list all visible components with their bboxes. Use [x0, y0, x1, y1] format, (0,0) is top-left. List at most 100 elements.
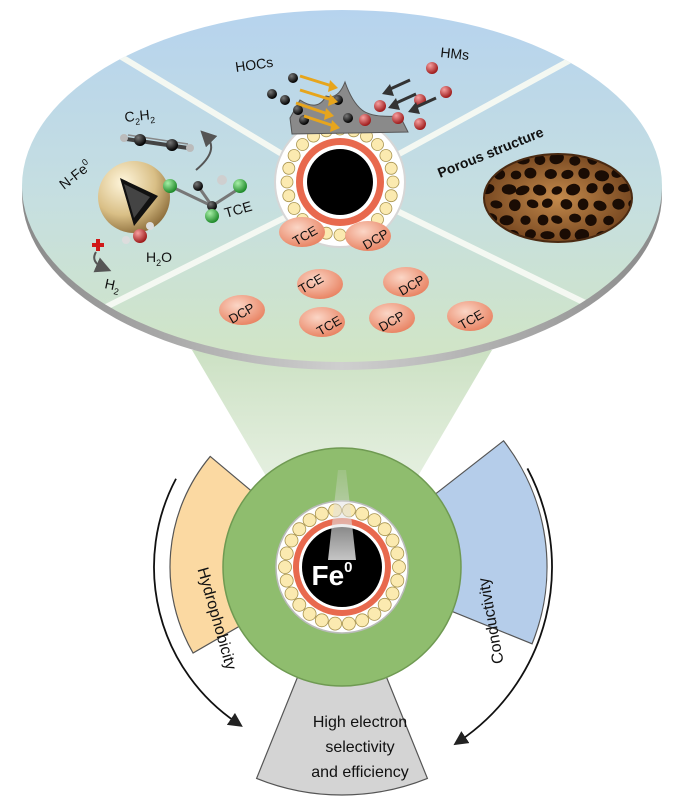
pore — [549, 154, 564, 165]
tce-ball: TCE — [279, 217, 325, 249]
bead — [287, 202, 301, 215]
bead — [314, 506, 329, 521]
h2o-label: H2O — [146, 249, 172, 268]
bottom-line-1: High electron — [313, 714, 407, 731]
pore — [508, 199, 521, 212]
dcp-ball: DCP — [219, 295, 265, 327]
bead — [385, 533, 400, 548]
bead — [296, 138, 309, 151]
pore — [551, 186, 563, 195]
left-arc-arrow — [153, 478, 243, 727]
bead — [341, 616, 356, 631]
bead — [279, 573, 294, 588]
pore — [524, 167, 537, 179]
bead — [377, 522, 392, 537]
bead — [302, 513, 317, 527]
bead — [278, 560, 292, 574]
hms-label: HMs — [440, 44, 470, 63]
bead — [279, 546, 294, 561]
bead — [385, 586, 400, 601]
h2-label: H2 — [103, 275, 122, 297]
bead — [333, 228, 347, 242]
bead — [392, 560, 406, 574]
c2h2-label: C2H2 — [124, 106, 156, 128]
pore — [566, 183, 581, 196]
bead — [379, 202, 393, 215]
pore — [541, 198, 553, 208]
bead — [282, 189, 296, 203]
molecule-balls: TCE DCP TCE DCP DCP TCE DCP TCE — [219, 217, 493, 339]
nfe-reaction-region: N-Fe0 C2H2 TCE — [56, 106, 254, 297]
bead — [280, 175, 294, 189]
pore — [490, 200, 503, 209]
hm-molecules — [359, 62, 452, 130]
bead — [384, 189, 398, 203]
bead — [384, 161, 398, 175]
pore — [537, 214, 549, 226]
fe-label: Fe0 — [311, 559, 352, 591]
fe-core-particle: Fe0 — [222, 447, 462, 687]
pore — [612, 198, 625, 210]
pore — [551, 215, 563, 224]
pore — [520, 215, 531, 225]
pore — [560, 199, 573, 210]
tce-ball: TCE — [296, 269, 343, 299]
pore — [593, 200, 607, 211]
hocs-label: HOCs — [234, 54, 274, 75]
pore — [499, 215, 514, 226]
bottom-line-2: selectivity — [325, 739, 394, 756]
pore — [524, 229, 536, 240]
bead — [302, 607, 317, 621]
bead — [355, 613, 370, 628]
pore — [532, 184, 547, 196]
bottom-bead-ring — [278, 503, 406, 631]
disc-dividers — [78, 47, 622, 323]
bead — [390, 546, 405, 561]
bead — [292, 597, 307, 612]
conversion-arrow — [195, 130, 218, 171]
bead — [282, 161, 296, 175]
right-arc-arrow — [453, 467, 553, 746]
bead — [390, 573, 405, 588]
pore — [602, 183, 615, 195]
pore — [544, 168, 557, 180]
acetylene-molecule — [120, 134, 194, 152]
pore — [559, 228, 571, 240]
bead — [355, 506, 370, 521]
hoc-arrows — [295, 74, 340, 132]
water-molecule — [122, 222, 154, 244]
fe-core — [302, 527, 382, 607]
bead — [284, 533, 299, 548]
bead — [314, 613, 329, 628]
pore — [577, 198, 589, 211]
h2-arrow — [93, 251, 112, 273]
hocs-hms-region: HOCs HMs — [234, 44, 470, 135]
pore — [534, 154, 546, 166]
inner-cone-highlight — [328, 470, 356, 560]
pore — [603, 215, 614, 226]
bead — [287, 149, 301, 162]
hm-arrows — [382, 78, 437, 114]
proton-plus-icon — [92, 239, 104, 251]
pore — [578, 167, 590, 179]
tce-molecule — [163, 175, 247, 223]
bead — [284, 586, 299, 601]
pore — [574, 228, 590, 241]
pore — [586, 183, 598, 194]
nfe-sphere — [98, 161, 170, 233]
pore — [569, 213, 582, 223]
pore — [585, 214, 597, 226]
bead — [367, 513, 382, 527]
bottom-line-3: and efficiency — [311, 764, 409, 781]
bead — [377, 597, 392, 612]
bead — [328, 616, 343, 631]
tce-ball: TCE — [447, 301, 493, 333]
dcp-ball: DCP — [369, 303, 415, 335]
bead — [367, 607, 382, 621]
bead — [379, 149, 393, 162]
pore — [526, 199, 539, 209]
center-particle — [274, 116, 406, 248]
tce-reaction-label: TCE — [222, 198, 253, 221]
pore — [594, 170, 610, 182]
